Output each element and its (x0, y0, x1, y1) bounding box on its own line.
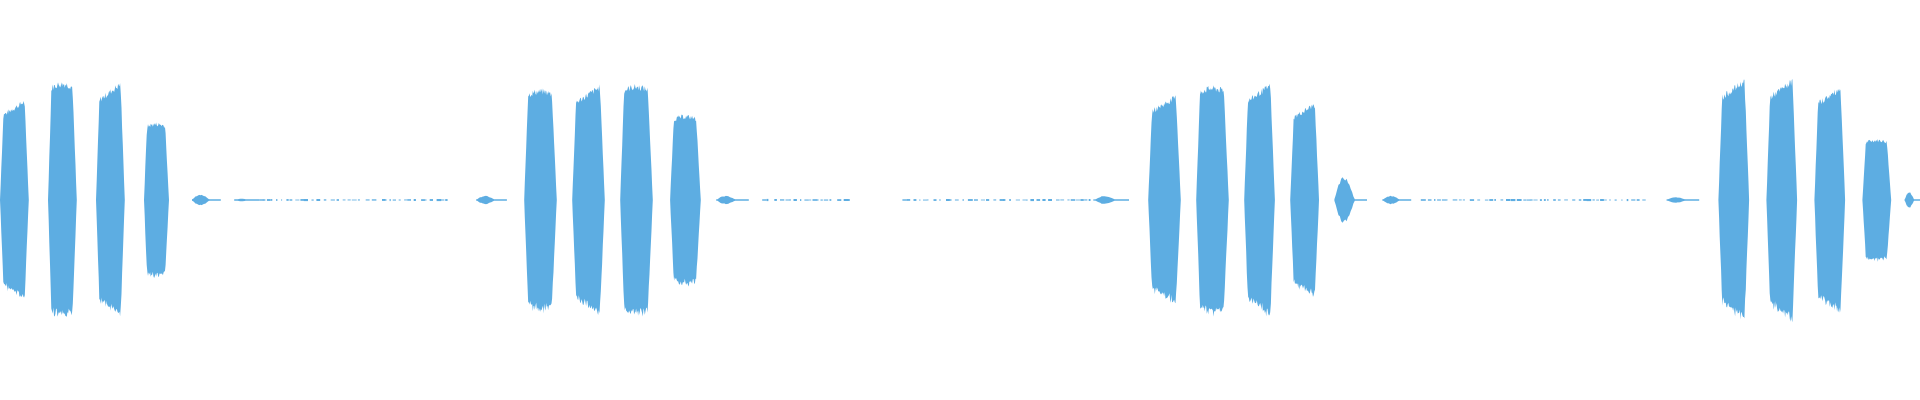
burst-2-lead-1 (1094, 196, 1129, 204)
burst-1-peak-2 (620, 84, 653, 317)
burst-2-tail-1 (1382, 195, 1412, 205)
burst-0-tail-0 (192, 194, 221, 206)
burst-1-peak-1 (572, 84, 605, 315)
burst-0-peak-0 (0, 101, 29, 298)
burst-2-peak-3 (1290, 104, 1319, 297)
waveform-segments (0, 79, 1920, 323)
burst-0-tail-1 (234, 198, 260, 202)
burst-3-peak-1 (1766, 79, 1798, 323)
burst-2-peak-1 (1196, 85, 1229, 317)
burst-0-peak-1 (48, 82, 77, 317)
burst-2-peak-2 (1244, 83, 1275, 317)
burst-1-lead-0 (476, 195, 507, 205)
burst-1-tail-0 (716, 195, 749, 205)
burst-0-peak-2 (96, 83, 125, 317)
burst-1-tail-1 (762, 198, 850, 202)
burst-3-peak-0 (1718, 79, 1750, 320)
burst-0-tail-2 (259, 199, 448, 202)
burst-2-tail-0 (1334, 177, 1367, 223)
burst-2-tail-2 (1420, 199, 1646, 202)
burst-3-tail-0 (1904, 192, 1920, 208)
burst-1-peak-0 (524, 88, 557, 314)
burst-3-peak-3 (1862, 139, 1892, 262)
burst-1-peak-3 (670, 114, 701, 287)
burst-3-peak-2 (1814, 89, 1846, 313)
burst-0-peak-3 (144, 122, 169, 278)
burst-3-lead-0 (1666, 197, 1700, 203)
burst-2-peak-0 (1148, 95, 1181, 304)
